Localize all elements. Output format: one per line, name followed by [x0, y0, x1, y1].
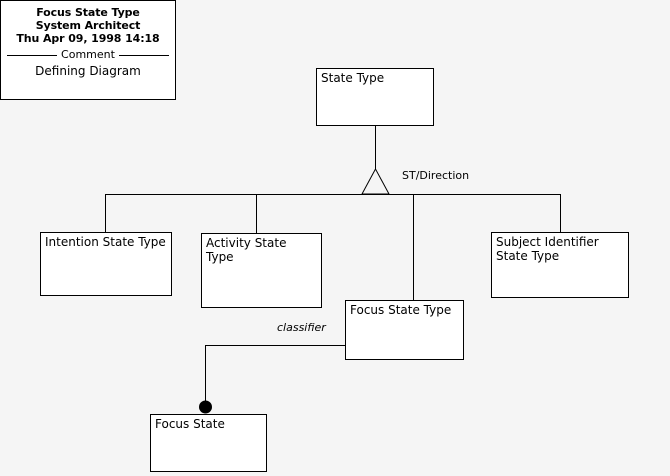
- edge-label-st-direction: ST/Direction: [402, 169, 470, 182]
- class-box-state-type[interactable]: State Type: [316, 68, 434, 126]
- divider-rule-left: [7, 54, 58, 56]
- association-end-dot: [199, 400, 212, 414]
- title-line-author: System Architect: [35, 19, 141, 32]
- class-label: Focus State Type: [350, 303, 452, 317]
- class-box-subject-identifier-state-type[interactable]: Subject Identifier State Type: [491, 232, 629, 298]
- title-line-date: Thu Apr 09, 1998 14:18: [16, 32, 160, 45]
- divider-rule-right: [118, 54, 169, 56]
- comment-text: Defining Diagram: [35, 64, 141, 78]
- class-label: Subject Identifier State Type: [496, 235, 599, 263]
- class-label: Focus State: [155, 417, 225, 431]
- edge-label-classifier: classifier: [277, 321, 326, 334]
- class-box-activity-state-type[interactable]: Activity State Type: [201, 233, 322, 308]
- edge-classifier-association: [205, 345, 345, 402]
- divider-label: Comment: [61, 48, 115, 61]
- class-label: Activity State Type: [206, 236, 287, 264]
- title-line-name: Focus State Type: [36, 6, 140, 19]
- class-box-focus-state[interactable]: Focus State: [150, 414, 267, 472]
- class-box-focus-state-type[interactable]: Focus State Type: [345, 300, 464, 360]
- title-block: Focus State Type System Architect Thu Ap…: [0, 0, 176, 100]
- comment-divider: Comment: [1, 49, 175, 61]
- class-label: State Type: [321, 71, 385, 85]
- generalization-triangle: [361, 167, 390, 195]
- class-label: Intention State Type: [45, 235, 166, 249]
- class-box-intention-state-type[interactable]: Intention State Type: [40, 232, 172, 296]
